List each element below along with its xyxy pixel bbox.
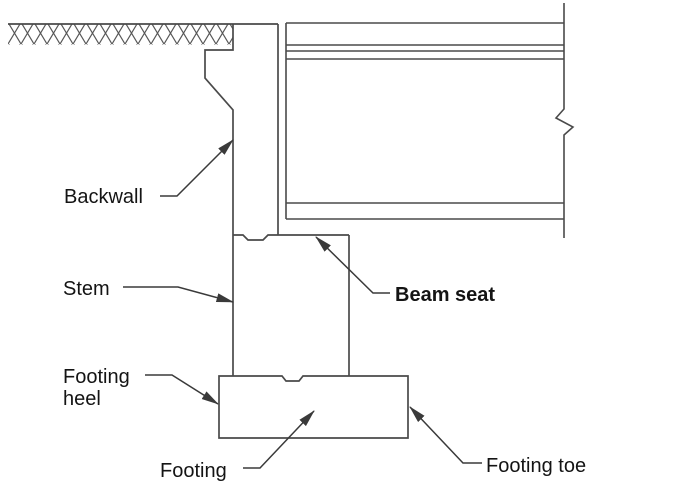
girder bbox=[285, 3, 575, 238]
callout-footing-heel: Footing heel bbox=[63, 366, 219, 410]
footing-heel-label-line1: Footing bbox=[63, 366, 130, 388]
ground-surface bbox=[8, 23, 278, 45]
footing-heel-label-line2: heel bbox=[63, 388, 101, 410]
ground-hatch bbox=[8, 24, 233, 45]
callout-backwall: Backwall bbox=[64, 139, 234, 208]
callout-beam-seat: Beam seat bbox=[315, 236, 495, 306]
stem-label: Stem bbox=[63, 278, 110, 300]
callout-footing: Footing bbox=[160, 410, 315, 482]
beam-seat-leader bbox=[315, 236, 390, 294]
stem-leader bbox=[123, 286, 234, 303]
footing-outline bbox=[218, 375, 409, 439]
abutment bbox=[204, 24, 409, 439]
footing-toe-label: Footing toe bbox=[486, 455, 586, 477]
callouts: Backwall Stem Footing heel Footing Footi… bbox=[63, 139, 586, 482]
footing-toe-leader bbox=[409, 406, 482, 464]
footing-label: Footing bbox=[160, 460, 227, 482]
footing-heel-leader bbox=[145, 374, 219, 405]
callout-footing-toe: Footing toe bbox=[409, 406, 586, 477]
backwall-left-profile bbox=[204, 24, 234, 376]
break-symbol bbox=[554, 3, 575, 238]
footing-leader bbox=[243, 410, 315, 469]
beam-seat-label: Beam seat bbox=[395, 284, 495, 306]
backwall-label: Backwall bbox=[64, 186, 143, 208]
backwall-leader bbox=[160, 139, 234, 197]
callout-stem: Stem bbox=[63, 278, 234, 303]
beam-seat-joint-line bbox=[233, 234, 349, 241]
